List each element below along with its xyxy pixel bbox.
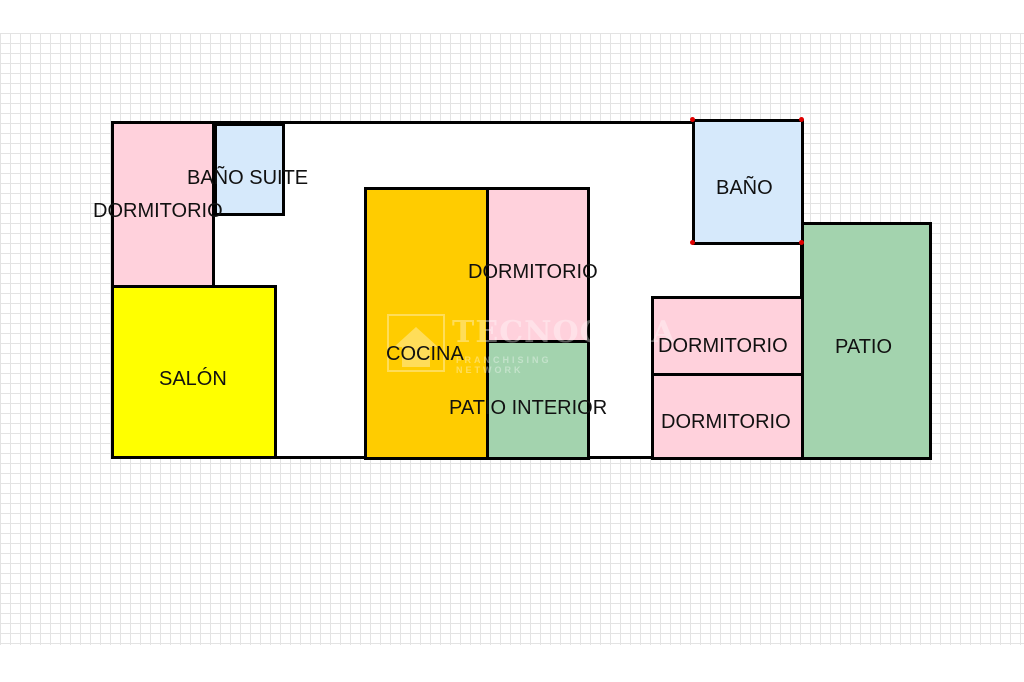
room-cocina	[364, 187, 489, 460]
corner-marker	[799, 117, 804, 122]
watermark-logo: TECNOCASA FRANCHISING NETWORK	[386, 313, 675, 375]
corner-marker	[690, 240, 695, 245]
room-patio-interior	[486, 340, 590, 460]
room-dormitorio-east-2	[651, 373, 805, 460]
label-patio: PATIO	[835, 336, 893, 358]
corner-marker	[690, 117, 695, 122]
label-cocina: COCINA	[386, 343, 464, 365]
label-bano: BAÑO	[716, 177, 773, 199]
room-salon	[111, 285, 277, 459]
watermark-text: TECNOCASA	[452, 315, 676, 350]
label-bano-suite: BAÑO SUITE	[187, 167, 309, 189]
room-bano	[692, 119, 804, 245]
label-dormitorio-east-2: DORMITORIO	[661, 411, 791, 433]
label-dormitorio-suite: DORMITORIO	[93, 200, 223, 222]
room-dormitorio-suite	[111, 121, 215, 289]
label-dormitorio-east-1: DORMITORIO	[658, 335, 788, 357]
room-patio	[801, 222, 932, 460]
watermark-subtext: FRANCHISING NETWORK	[456, 355, 552, 375]
house-logo-icon	[387, 314, 445, 372]
room-dormitorio-central	[486, 187, 590, 343]
label-patio-interior: PATIO INTERIOR	[449, 397, 608, 419]
room-bano-suite	[214, 123, 285, 216]
label-salon: SALÓN	[159, 368, 227, 390]
corner-marker	[799, 240, 804, 245]
label-dormitorio-central: DORMITORIO	[468, 261, 598, 283]
